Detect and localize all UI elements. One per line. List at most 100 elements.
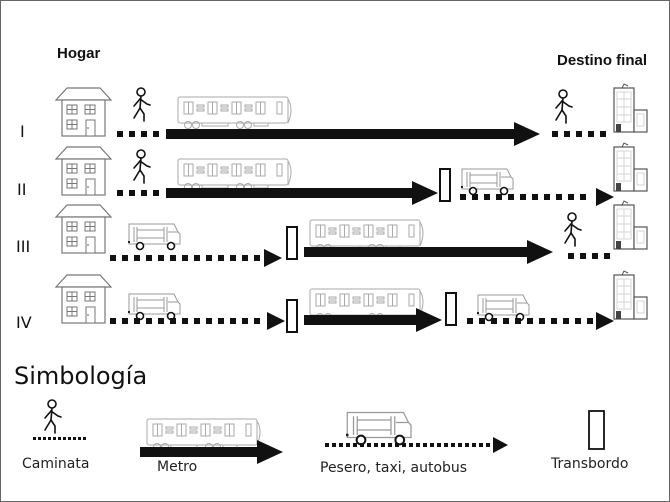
arrow-shaft bbox=[166, 129, 516, 139]
walker-icon bbox=[133, 149, 151, 184]
route-label-iv: IV bbox=[16, 313, 32, 332]
arrow-head bbox=[527, 240, 553, 264]
dash bbox=[491, 318, 497, 324]
dash bbox=[544, 194, 550, 200]
dash bbox=[153, 190, 159, 196]
dash bbox=[218, 318, 224, 324]
dash bbox=[134, 318, 140, 324]
minibus-icon bbox=[460, 168, 514, 196]
arrow-head bbox=[493, 437, 508, 453]
dash bbox=[592, 253, 598, 259]
dash bbox=[129, 190, 135, 196]
house-icon bbox=[55, 87, 112, 137]
dash bbox=[206, 318, 212, 324]
dot bbox=[444, 443, 448, 447]
dot bbox=[325, 443, 329, 447]
dash bbox=[218, 255, 224, 261]
dash bbox=[515, 318, 521, 324]
dash bbox=[551, 318, 557, 324]
dash bbox=[170, 318, 176, 324]
legend-label-pesero: Pesero, taxi, autobus bbox=[320, 460, 468, 476]
dot bbox=[381, 443, 385, 447]
pesero-arrow bbox=[110, 249, 282, 267]
dot bbox=[53, 437, 56, 440]
walker-icon bbox=[564, 212, 582, 247]
metro-arrow bbox=[304, 308, 442, 332]
legend-minibus-icon bbox=[345, 411, 412, 446]
dash bbox=[110, 255, 116, 261]
route-label-ii: II bbox=[17, 180, 27, 199]
dash bbox=[479, 318, 485, 324]
arrow-shaft bbox=[166, 188, 414, 198]
transfer-box-icon bbox=[286, 226, 298, 260]
dot bbox=[465, 443, 469, 447]
dot bbox=[339, 443, 343, 447]
dash bbox=[170, 255, 176, 261]
dash bbox=[182, 255, 188, 261]
legend-label-transbordo: Transbordo bbox=[551, 456, 629, 472]
dot bbox=[472, 443, 476, 447]
metro-arrow bbox=[166, 181, 438, 205]
dash bbox=[242, 255, 248, 261]
arrow-head bbox=[514, 122, 540, 146]
dash bbox=[568, 253, 574, 259]
dash bbox=[527, 318, 533, 324]
dot bbox=[479, 443, 483, 447]
pesero-arrow bbox=[467, 312, 614, 330]
minibus-icon bbox=[127, 223, 181, 251]
pesero-arrow bbox=[460, 188, 614, 206]
arrow-shaft bbox=[140, 447, 259, 457]
metro-arrow bbox=[304, 240, 553, 264]
route-label-iii: III bbox=[16, 237, 31, 256]
arrow-head bbox=[412, 181, 438, 205]
dash bbox=[460, 194, 466, 200]
house-icon bbox=[55, 204, 112, 254]
dot bbox=[43, 437, 46, 440]
dot bbox=[409, 443, 413, 447]
transfer-box-icon bbox=[439, 168, 451, 202]
dot bbox=[458, 443, 462, 447]
arrow-head bbox=[257, 440, 283, 464]
dot bbox=[332, 443, 336, 447]
dash bbox=[552, 131, 558, 137]
dash bbox=[508, 194, 514, 200]
house-icon bbox=[55, 274, 112, 324]
dash bbox=[158, 255, 164, 261]
building-icon bbox=[613, 142, 648, 192]
dash bbox=[230, 318, 236, 324]
destination-label: Destino final bbox=[557, 52, 648, 69]
dash bbox=[576, 131, 582, 137]
legend-metro-arrow bbox=[140, 440, 283, 464]
minibus-icon bbox=[127, 293, 181, 321]
dash bbox=[182, 318, 188, 324]
arrow-head bbox=[596, 188, 614, 206]
dot bbox=[353, 443, 357, 447]
transfer-box-icon bbox=[445, 292, 457, 326]
dot bbox=[374, 443, 378, 447]
dash bbox=[503, 318, 509, 324]
dash bbox=[532, 194, 538, 200]
dash bbox=[110, 318, 116, 324]
pesero-arrow bbox=[110, 312, 285, 330]
arrow-head bbox=[267, 312, 285, 330]
dot bbox=[395, 443, 399, 447]
dash bbox=[556, 194, 562, 200]
dash bbox=[604, 253, 610, 259]
dot bbox=[78, 437, 81, 440]
dash bbox=[134, 255, 140, 261]
dash bbox=[575, 318, 581, 324]
dash bbox=[141, 190, 147, 196]
dot bbox=[360, 443, 364, 447]
dash bbox=[194, 255, 200, 261]
dash bbox=[122, 318, 128, 324]
transfer-box-icon bbox=[286, 299, 298, 333]
arrow-head bbox=[596, 312, 614, 330]
legend-metro-train-icon bbox=[146, 418, 261, 451]
building-icon bbox=[613, 200, 648, 250]
dash bbox=[580, 253, 586, 259]
dot bbox=[416, 443, 420, 447]
metro-train-icon bbox=[309, 219, 424, 252]
dash bbox=[141, 131, 147, 137]
origin-label: Hogar bbox=[57, 45, 101, 62]
dot bbox=[346, 443, 350, 447]
